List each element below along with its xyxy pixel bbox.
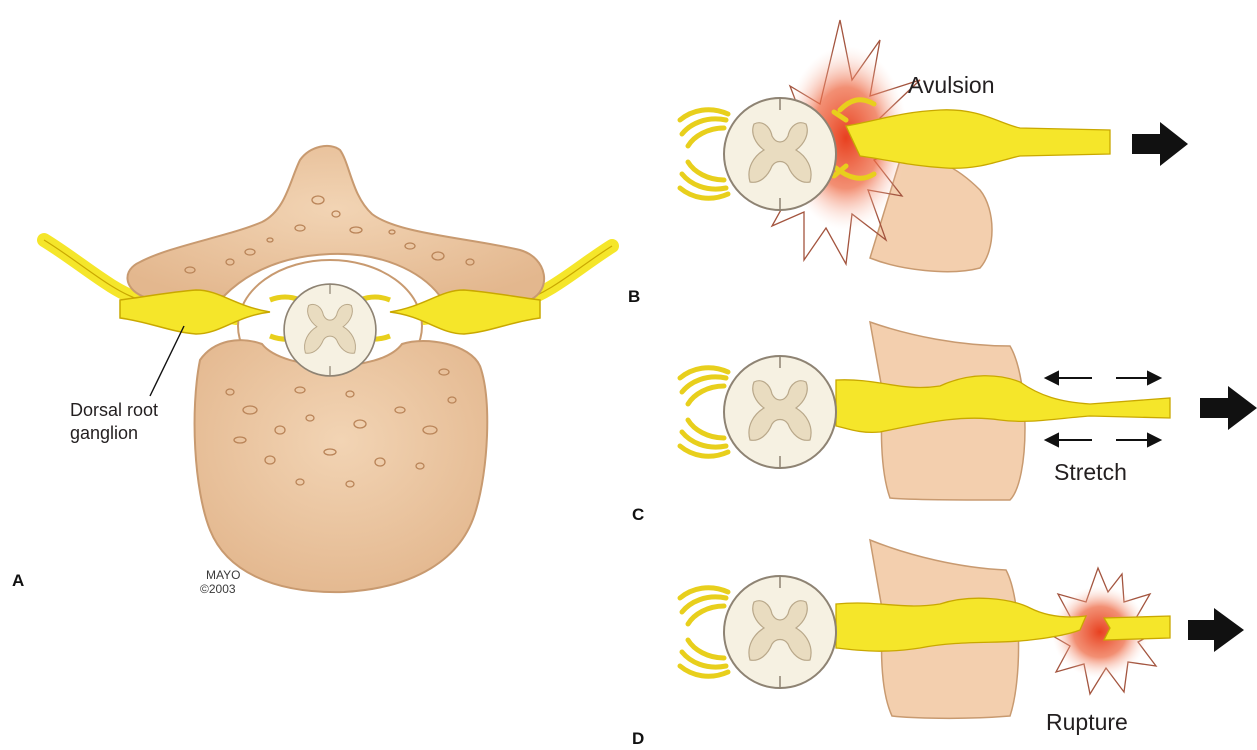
spinal-cord-a: [284, 284, 376, 376]
vertebral-body: [195, 340, 488, 592]
panel-d-letter: D: [632, 729, 644, 748]
rupture-label: Rupture: [1046, 709, 1128, 735]
spinal-cord-b: [680, 98, 836, 210]
panel-b-letter: B: [628, 287, 640, 306]
pull-arrow-icon: [1132, 122, 1188, 166]
ganglion-label-line2: ganglion: [70, 423, 138, 443]
panel-b: Avulsion B: [628, 20, 1188, 306]
credit-line2: ©2003: [200, 582, 236, 596]
panel-c: Stretch C: [632, 322, 1257, 524]
credit-line1: MAYO: [206, 568, 240, 582]
panel-d: Rupture D: [632, 540, 1244, 748]
spinal-cord-d: [680, 576, 836, 688]
pull-arrow-icon-d: [1188, 608, 1244, 652]
pull-arrow-icon-c: [1200, 386, 1257, 430]
nerve-d: [836, 598, 1086, 651]
spinal-cord-c: [680, 356, 836, 468]
nerve-d-distal: [1104, 616, 1170, 640]
panel-a: Dorsal root ganglion MAYO ©2003 A: [12, 146, 612, 596]
ganglion-callout-line: [150, 326, 184, 396]
nerve-b: [846, 110, 1110, 168]
ganglion-label-line1: Dorsal root: [70, 400, 158, 420]
stretch-label: Stretch: [1054, 459, 1127, 485]
avulsion-label: Avulsion: [908, 72, 995, 98]
panel-c-letter: C: [632, 505, 644, 524]
panel-a-letter: A: [12, 571, 24, 590]
